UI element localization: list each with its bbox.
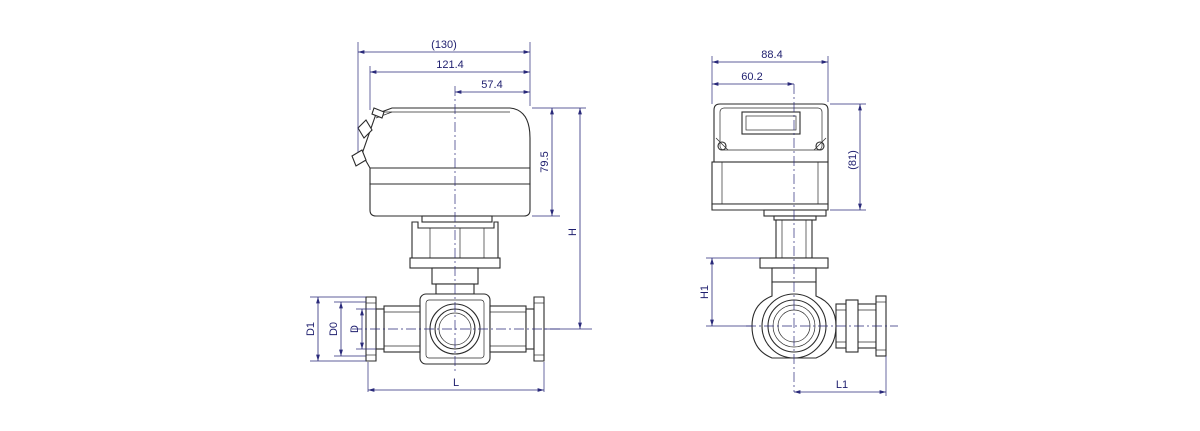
dim-label-d1: D1 <box>305 322 317 336</box>
dim-label-d0: D0 <box>328 322 340 336</box>
dim-label-l1: L1 <box>836 379 848 391</box>
dim-label-d: D <box>349 325 361 333</box>
dim-label-actuator-height: 79.5 <box>539 151 551 172</box>
dim-label-front-width: 88.4 <box>761 49 782 61</box>
neck-bracket <box>409 215 501 295</box>
front-view: 88.4 60.2 (81) H1 L1 <box>699 49 898 396</box>
dim-label-overall-width: (130) <box>431 39 457 51</box>
dim-label-total-height: H <box>567 228 579 236</box>
dim-label-front-offset: 60.2 <box>741 71 762 83</box>
actuator-housing-front <box>711 103 829 211</box>
dim-label-actuator-width: 121.4 <box>436 59 464 71</box>
dim-label-front-height: (81) <box>847 150 859 170</box>
dim-label-length: L <box>453 377 459 389</box>
actuator-housing <box>351 107 531 217</box>
valve-body-front <box>751 281 887 359</box>
dim-label-h1: H1 <box>699 285 711 299</box>
dim-label-offset: 57.4 <box>481 79 502 91</box>
side-view: (130) 121.4 57.4 79.5 H D1 D0 D L <box>305 39 592 392</box>
